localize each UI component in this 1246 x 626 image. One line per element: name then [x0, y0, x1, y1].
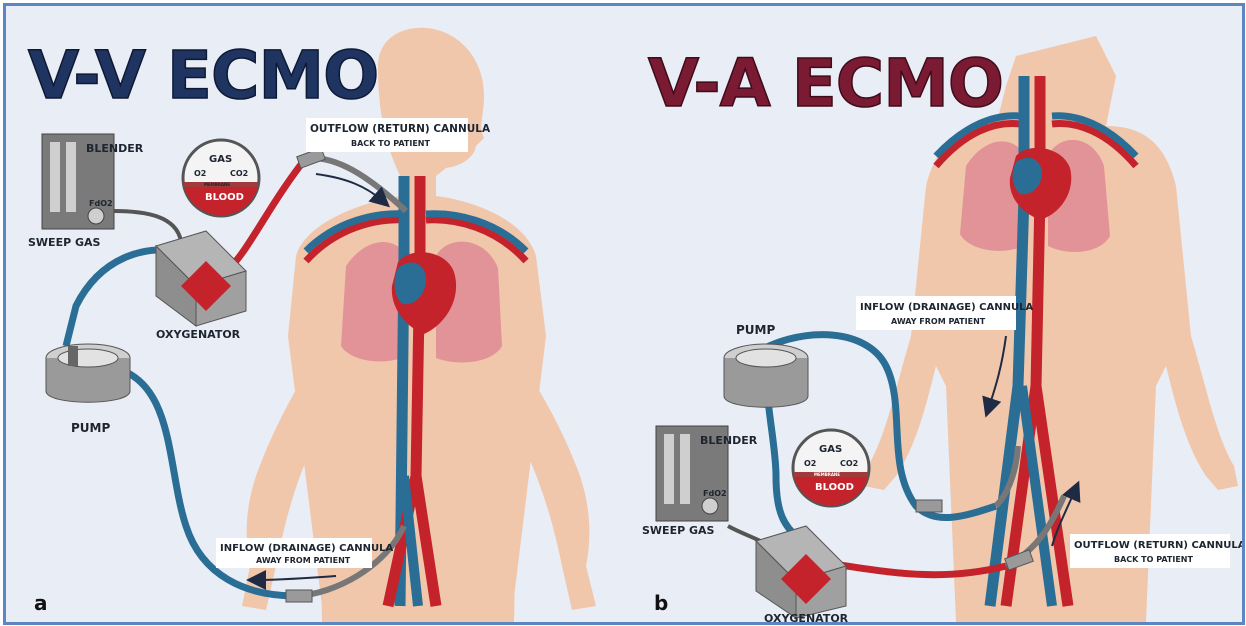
vv-outflow-arrow [316, 174, 384, 202]
va-co2-label: CO2 [840, 459, 858, 468]
va-oxygenator [756, 526, 846, 618]
vv-title: V-V ECMO [28, 37, 378, 114]
vv-inflow-label: INFLOW (DRAINAGE) CANNULA [220, 543, 393, 554]
vv-gas-label: GAS [209, 154, 232, 165]
va-oxygenator-label: OXYGENATOR [764, 612, 849, 622]
va-pump-label: PUMP [736, 323, 775, 337]
va-blood-label: BLOOD [815, 482, 854, 493]
panel-a: V-V ECMO [28, 28, 596, 622]
panel-a-tag: a [34, 591, 48, 615]
panel-b: V-A ECMO [642, 36, 1242, 622]
vv-blender-label: BLENDER [86, 142, 144, 155]
vv-gas-exchange-inset [183, 140, 259, 216]
vv-membrane-label: MEMBRANE [204, 182, 230, 187]
va-gas-exchange-inset [793, 430, 869, 506]
va-membrane-label: MEMBRANE [814, 472, 840, 477]
va-inflow-label: INFLOW (DRAINAGE) CANNULA [860, 302, 1033, 313]
va-gas-label: GAS [819, 444, 842, 455]
va-inflow-sub: AWAY FROM PATIENT [891, 317, 986, 326]
vv-o2-label: O2 [194, 169, 206, 178]
va-outflow-sub: BACK TO PATIENT [1114, 555, 1193, 564]
vv-pump-label: PUMP [71, 421, 110, 435]
va-o2-label: O2 [804, 459, 816, 468]
va-title: V-A ECMO [648, 45, 1003, 122]
va-outflow-label: OUTFLOW (RETURN) CANNULA [1074, 540, 1242, 551]
vv-sweep-gas-label: SWEEP GAS [28, 236, 101, 249]
vv-inflow-sub: AWAY FROM PATIENT [256, 556, 351, 565]
va-blender-label: BLENDER [700, 434, 758, 447]
vv-oxygenator-label: OXYGENATOR [156, 328, 241, 341]
vv-outflow-label: OUTFLOW (RETURN) CANNULA [310, 123, 491, 135]
vv-pump [46, 344, 130, 402]
va-pump [724, 344, 808, 407]
diagram-frame: V-V ECMO [3, 3, 1245, 625]
vv-oxygenator [156, 231, 246, 326]
ecmo-illustration: V-V ECMO [6, 6, 1242, 622]
va-sweep-gas-label: SWEEP GAS [642, 524, 715, 537]
vv-fio2-label: FdO2 [89, 199, 113, 208]
vv-blood-label: BLOOD [205, 192, 244, 203]
va-fio2-label: FdO2 [703, 489, 727, 498]
vv-outflow-sub: BACK TO PATIENT [351, 139, 430, 148]
panel-b-tag: b [654, 591, 668, 615]
vv-co2-label: CO2 [230, 169, 248, 178]
